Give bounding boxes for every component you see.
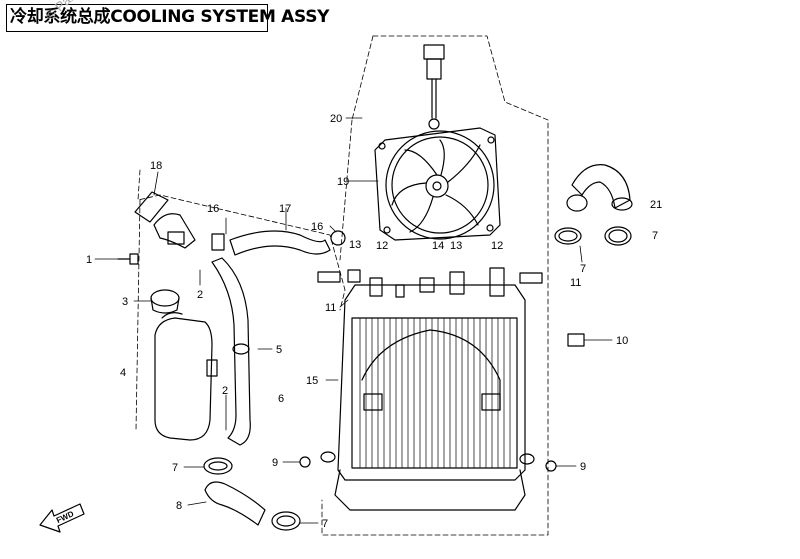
callout-8: 8 [176, 500, 182, 512]
dashed-outline-overflow [135, 169, 346, 431]
callout-11: 11 [325, 302, 336, 314]
callout-4: 4 [120, 367, 126, 379]
fan-connector [423, 44, 445, 130]
bolts [117, 253, 585, 472]
cooling-fan [374, 127, 501, 241]
radiator-fittings [317, 230, 543, 284]
dashed-outline-radiator [321, 35, 549, 536]
upper-hose-21 [566, 164, 633, 212]
callout-18: 18 [150, 160, 162, 172]
callout-16: 16 [311, 221, 323, 233]
callout-12: 12 [376, 240, 388, 252]
callout-2: 2 [197, 289, 203, 301]
leader-lines [94, 117, 613, 524]
callout-6: 6 [278, 393, 284, 405]
callout-13: 13 [450, 240, 462, 252]
callout-15: 15 [306, 375, 318, 387]
callout-21: 21 [650, 199, 662, 211]
callout-1: 1 [86, 254, 92, 266]
callout-labels: 1 2 2 3 4 5 6 7 7 7 7 8 9 9 10 11 11 12 … [55, 113, 662, 530]
callout-9: 9 [580, 461, 586, 473]
callout-13: 13 [349, 239, 361, 251]
callout-11: 11 [570, 277, 581, 289]
radiator-15 [320, 267, 535, 511]
callout-12: 12 [491, 240, 503, 252]
overflow-tank-4 [154, 312, 218, 441]
callout-16: 16 [207, 203, 219, 215]
callout-20: 20 [330, 113, 342, 125]
callout-3: 3 [122, 296, 128, 308]
tank-cap-3 [150, 289, 180, 314]
callout-5: 5 [276, 344, 282, 356]
hose-clamps-7-left [203, 457, 301, 531]
filler-neck-18 [134, 191, 196, 249]
fwd-arrow-icon [39, 503, 85, 533]
callout-7: 7 [322, 518, 328, 530]
callout-14: 14 [432, 240, 444, 252]
callout-7: 7 [652, 230, 658, 242]
callout-7: 7 [172, 462, 178, 474]
callout-2: 2 [222, 385, 228, 397]
callout-10: 10 [616, 335, 628, 347]
callout-9: 9 [272, 457, 278, 469]
hose-6 [211, 257, 251, 446]
callout-17: 17 [279, 203, 291, 215]
callout-19: 19 [337, 176, 349, 188]
hose-8 [204, 481, 266, 526]
diagram-title: 冷却系统总成COOLING SYSTEM ASSY [6, 4, 329, 32]
hose-17 [211, 230, 331, 256]
hose-clamps-7-right [554, 226, 632, 246]
callout-7: 7 [580, 263, 586, 275]
